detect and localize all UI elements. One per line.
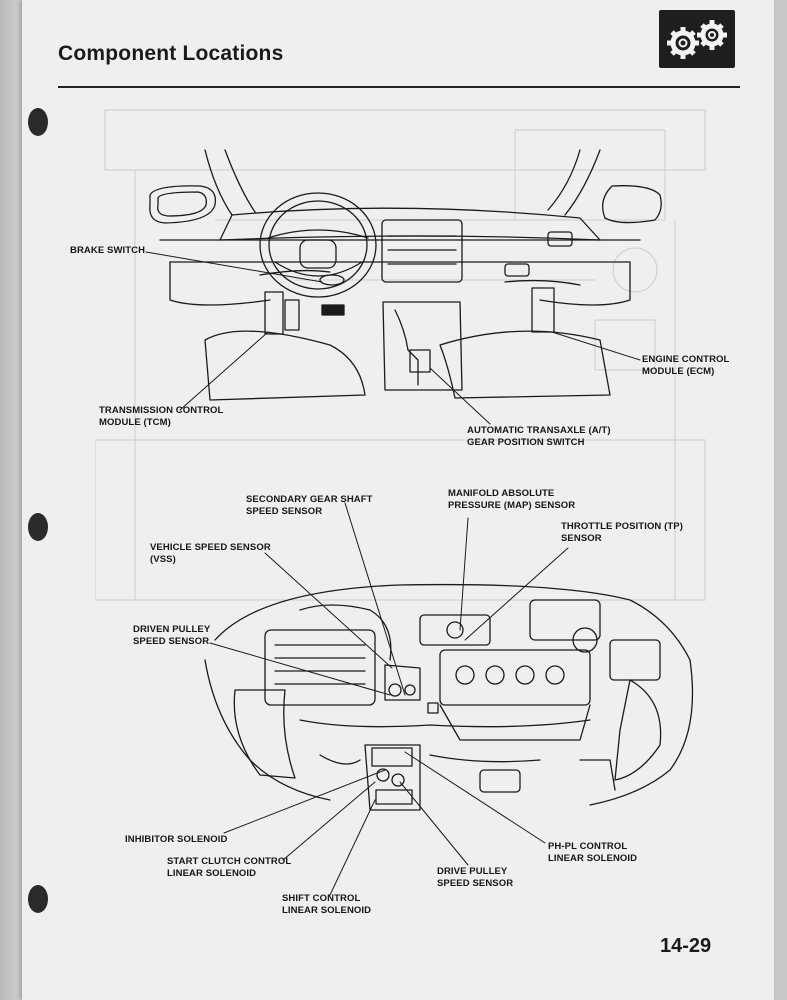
binder-hole-middle (28, 513, 48, 541)
binder-hole-bottom (28, 885, 48, 913)
page-number: 14-29 (660, 935, 712, 957)
label-vehicle-speed-sensor: VEHICLE SPEED SENSOR(VSS) (150, 542, 271, 565)
gears-icon (659, 10, 735, 68)
engine-bay-drawing (204, 583, 694, 811)
label-brake-switch: BRAKE SWITCH (70, 245, 146, 256)
label-throttle-position-sensor: THROTTLE POSITION (TP)SENSOR (561, 521, 683, 544)
label-gear-position-switch: AUTOMATIC TRANSAXLE (A/T)GEAR POSITION S… (467, 425, 611, 448)
label-inhibitor-solenoid: INHIBITOR SOLENOID (125, 834, 228, 845)
page-title: Component Locations (58, 42, 284, 65)
leader-lines (145, 251, 641, 896)
dashboard-drawing (149, 149, 662, 401)
manual-page (22, 0, 774, 1000)
binder-hole-top (28, 108, 48, 136)
bleed-through-circuit-diagram (95, 109, 706, 601)
title-rule (58, 86, 740, 88)
